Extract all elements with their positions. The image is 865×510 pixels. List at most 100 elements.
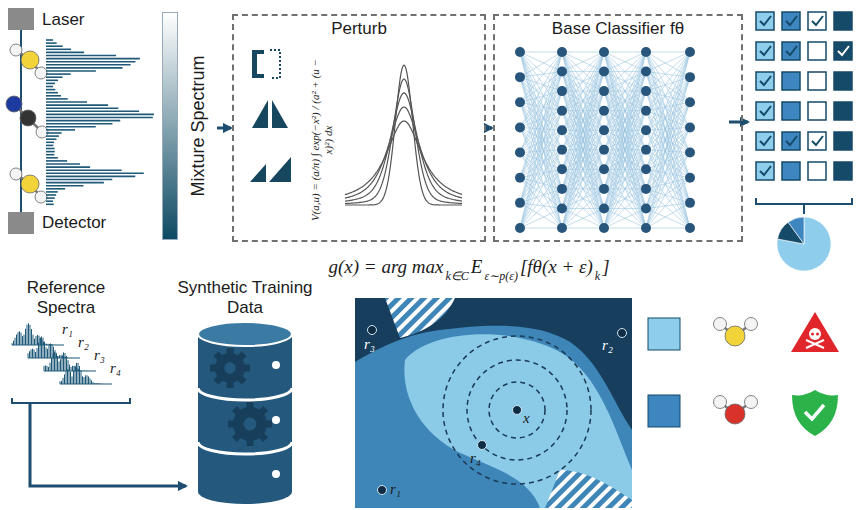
shift-icon — [252, 50, 264, 78]
skull-eye — [816, 333, 819, 336]
h2s-molecule — [10, 44, 47, 79]
pie-slice — [777, 217, 831, 271]
skull-eye — [811, 333, 814, 336]
spectrum-line — [46, 138, 56, 140]
nn-weight — [646, 52, 690, 150]
noise-radius — [467, 360, 567, 460]
spectrum-line — [46, 185, 83, 187]
gear-hole — [244, 418, 257, 431]
scale-icon — [269, 157, 291, 182]
nn-weight — [604, 52, 646, 189]
spectrum-line — [46, 135, 59, 137]
nn-weight — [562, 52, 604, 111]
region-hatched — [385, 298, 455, 338]
nn-weight — [646, 127, 690, 188]
nn-weight — [562, 228, 604, 229]
spectrum-line — [46, 45, 63, 47]
prediction-cell — [756, 72, 774, 90]
nn-weight — [604, 52, 646, 111]
nn-weight — [604, 72, 646, 228]
db-led — [272, 416, 280, 424]
spectrum-line — [46, 169, 122, 171]
point-label: r₂ — [602, 337, 613, 354]
voigt-curve — [345, 65, 462, 205]
spectrum-line — [46, 107, 118, 109]
nn-weight — [604, 130, 646, 228]
nn-neuron — [599, 203, 609, 213]
nn-weight — [520, 91, 562, 228]
prediction-cell — [808, 162, 826, 180]
nn-weight — [562, 169, 604, 228]
generation-arrow — [30, 403, 186, 486]
check-mark — [786, 136, 797, 145]
sample-point — [378, 486, 387, 495]
nn-weight — [562, 52, 604, 53]
nn-neuron — [599, 125, 609, 135]
voigt-curve — [345, 107, 462, 198]
nn-weight — [646, 178, 690, 189]
spectrum-line — [46, 55, 116, 57]
nn-neuron — [641, 47, 651, 57]
spectrum-name: r₃ — [94, 347, 105, 364]
nn-weight — [562, 52, 604, 150]
nn-weight — [520, 127, 562, 228]
nn-weight — [562, 72, 604, 228]
node-title: Perturb — [234, 16, 484, 39]
nn-weight — [604, 52, 646, 72]
nn-weight — [520, 169, 562, 203]
nn-weight — [604, 52, 646, 53]
classifier-box: Base Classifier fθ — [493, 14, 743, 242]
spectrum-line — [46, 67, 123, 69]
spectrum-line — [46, 76, 63, 78]
nn-weight — [604, 228, 646, 229]
check-mark — [760, 166, 771, 175]
spectrum-line — [46, 154, 54, 156]
node-title: Base Classifier fθ — [495, 16, 741, 39]
atom — [6, 96, 22, 112]
gear-icon — [210, 348, 250, 388]
nn-neuron — [599, 164, 609, 174]
nn-neuron — [599, 184, 609, 194]
spectrum-line — [46, 151, 55, 153]
smoothing-formula: ] — [602, 256, 609, 278]
spectrum-line — [46, 101, 87, 103]
prediction-cell — [782, 72, 800, 90]
detector-label: Detector — [42, 213, 106, 233]
nn-weight — [520, 52, 562, 127]
flip-icon — [252, 100, 268, 128]
prediction-cell — [834, 162, 852, 180]
check-mark — [786, 16, 797, 25]
noise-radius — [489, 382, 545, 438]
check-mark — [760, 136, 771, 145]
gear-rim — [233, 407, 267, 441]
gradient-bar — [162, 12, 178, 240]
database-icon — [198, 322, 292, 504]
sample-point — [478, 441, 487, 450]
nn-weight — [520, 169, 562, 228]
prediction-cell — [808, 12, 826, 30]
voigt-curve — [345, 93, 462, 201]
prediction-cell — [808, 72, 826, 90]
atom — [725, 326, 745, 346]
nn-weight — [646, 111, 690, 153]
nn-weight — [562, 208, 604, 228]
nn-weight — [562, 52, 604, 72]
h2s-molecule — [10, 168, 47, 203]
perturb-box: Perturb — [232, 14, 486, 242]
atom — [20, 110, 36, 126]
nn-neuron — [515, 122, 525, 132]
nn-weight — [646, 127, 690, 228]
vote-pie — [777, 217, 831, 271]
h2o-molecule — [714, 396, 758, 425]
nn-weight — [646, 208, 690, 228]
nn-weight — [646, 52, 690, 72]
prediction-cell — [756, 42, 774, 60]
atom — [21, 175, 39, 193]
nn-neuron — [685, 97, 695, 107]
class-swatch — [648, 318, 680, 350]
spectrum-baseline — [44, 371, 96, 372]
nn-weight — [520, 72, 562, 203]
nn-neuron — [641, 184, 651, 194]
nn-weight — [520, 72, 562, 228]
crossbones — [806, 340, 824, 348]
